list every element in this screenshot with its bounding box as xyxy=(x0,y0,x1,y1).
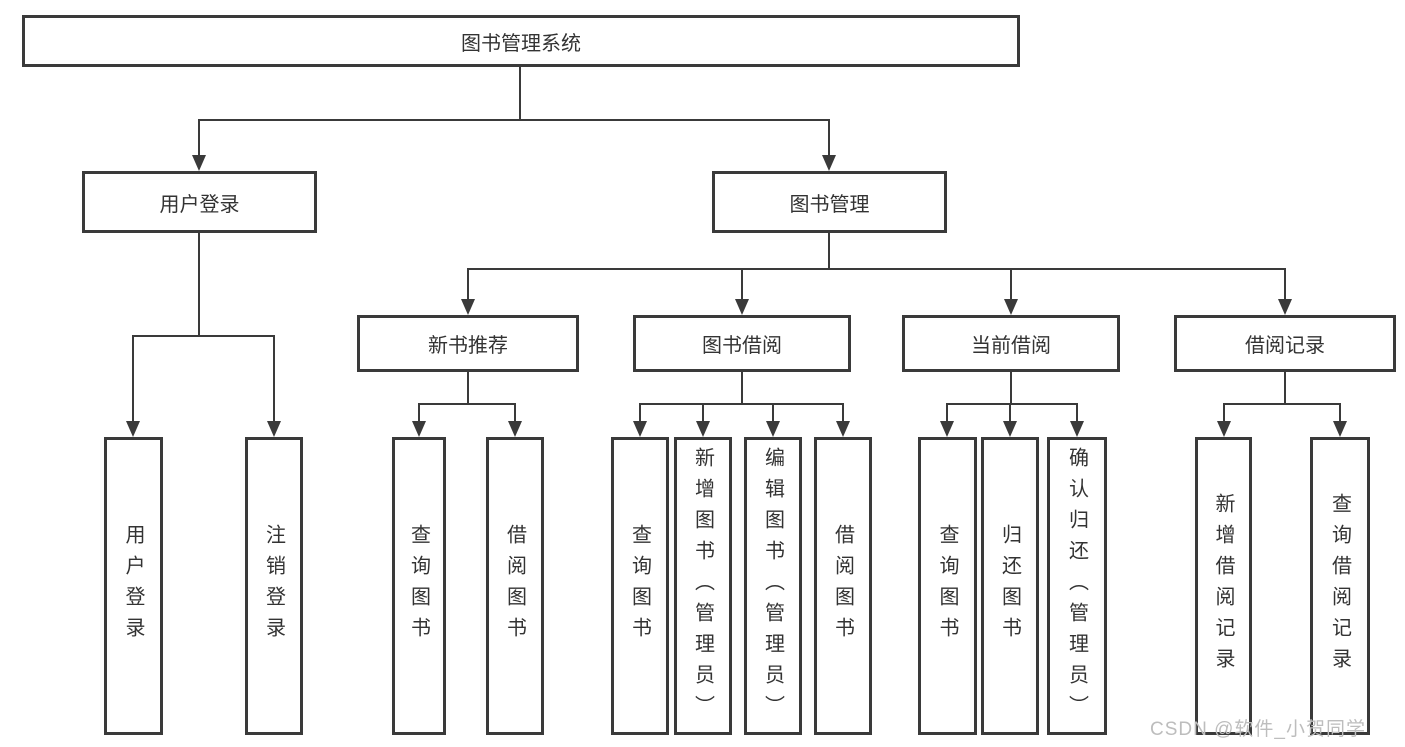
leaf-query-books-current: 查询图书 xyxy=(918,437,977,735)
connector-level3-rail xyxy=(467,268,1286,270)
node-borrow-records: 借阅记录 xyxy=(1174,315,1396,372)
leaf-confirm-return-admin: 确认归还（管理员） xyxy=(1047,437,1107,735)
connector-book-borrow-stem xyxy=(741,372,743,405)
connector-leaf-stem xyxy=(842,403,844,423)
node-new-book-recommend: 新书推荐 xyxy=(357,315,579,372)
connector-level2-rail xyxy=(198,119,830,121)
connector-book-borrow-rail xyxy=(639,403,844,405)
leaf-borrow-books-recommend: 借阅图书 xyxy=(486,437,544,735)
leaf-query-borrow-record: 查询借阅记录 xyxy=(1310,437,1370,735)
connector-book-mgmt-stem xyxy=(828,233,830,270)
leaf-edit-books-admin: 编辑图书（管理员） xyxy=(744,437,802,735)
arrow-down-icon xyxy=(461,299,475,315)
connector-to-current-borrow xyxy=(1010,268,1012,301)
leaf-query-books-borrow: 查询图书 xyxy=(611,437,669,735)
node-book-management: 图书管理 xyxy=(712,171,947,233)
leaf-add-borrow-record: 新增借阅记录 xyxy=(1195,437,1252,735)
connector-leaf-stem xyxy=(1339,403,1341,423)
arrow-down-icon xyxy=(412,421,426,437)
node-user-login: 用户登录 xyxy=(82,171,317,233)
connector-leaf-stem xyxy=(1223,403,1225,423)
watermark-text: CSDN @软件_小贺同学 xyxy=(1150,719,1366,740)
node-book-borrow: 图书借阅 xyxy=(633,315,851,372)
connector-to-user-login xyxy=(198,119,200,157)
leaf-user-login: 用户登录 xyxy=(104,437,163,735)
connector-to-leaf-logout xyxy=(273,335,275,421)
connector-to-borrow-records xyxy=(1284,268,1286,301)
arrow-down-icon xyxy=(766,421,780,437)
leaf-add-books-admin: 新增图书（管理员） xyxy=(674,437,732,735)
arrow-down-icon xyxy=(822,155,836,171)
connector-leaf-stem xyxy=(418,403,420,423)
connector-new-books-rail xyxy=(418,403,516,405)
connector-borrow-records-stem xyxy=(1284,372,1286,405)
arrow-down-icon xyxy=(267,421,281,437)
connector-leaf-stem xyxy=(1076,403,1078,423)
connector-to-leaf-login xyxy=(132,335,134,421)
arrow-down-icon xyxy=(940,421,954,437)
arrow-down-icon xyxy=(1003,421,1017,437)
node-root: 图书管理系统 xyxy=(22,15,1020,67)
connector-user-login-stem xyxy=(198,233,200,337)
arrow-down-icon xyxy=(1070,421,1084,437)
arrow-down-icon xyxy=(1333,421,1347,437)
leaf-borrow-books: 借阅图书 xyxy=(814,437,872,735)
connector-user-login-rail xyxy=(132,335,275,337)
connector-leaf-stem xyxy=(639,403,641,423)
connector-leaf-stem xyxy=(514,403,516,423)
connector-new-books-stem xyxy=(467,372,469,405)
leaf-return-books: 归还图书 xyxy=(981,437,1039,735)
connector-to-new-books xyxy=(467,268,469,301)
node-current-borrow: 当前借阅 xyxy=(902,315,1120,372)
leaf-query-books-recommend: 查询图书 xyxy=(392,437,446,735)
connector-current-borrow-stem xyxy=(1010,372,1012,405)
connector-current-borrow-rail xyxy=(946,403,1078,405)
arrow-down-icon xyxy=(1278,299,1292,315)
connector-leaf-stem xyxy=(946,403,948,423)
connector-to-book-mgmt xyxy=(828,119,830,157)
arrow-down-icon xyxy=(192,155,206,171)
connector-leaf-stem xyxy=(702,403,704,423)
connector-root-stem xyxy=(519,67,521,120)
arrow-down-icon xyxy=(1217,421,1231,437)
arrow-down-icon xyxy=(696,421,710,437)
arrow-down-icon xyxy=(633,421,647,437)
connector-leaf-stem xyxy=(1009,403,1011,423)
arrow-down-icon xyxy=(735,299,749,315)
arrow-down-icon xyxy=(508,421,522,437)
arrow-down-icon xyxy=(836,421,850,437)
arrow-down-icon xyxy=(126,421,140,437)
connector-borrow-records-rail xyxy=(1223,403,1341,405)
arrow-down-icon xyxy=(1004,299,1018,315)
connector-to-book-borrow xyxy=(741,268,743,301)
connector-leaf-stem xyxy=(772,403,774,423)
leaf-logout: 注销登录 xyxy=(245,437,303,735)
